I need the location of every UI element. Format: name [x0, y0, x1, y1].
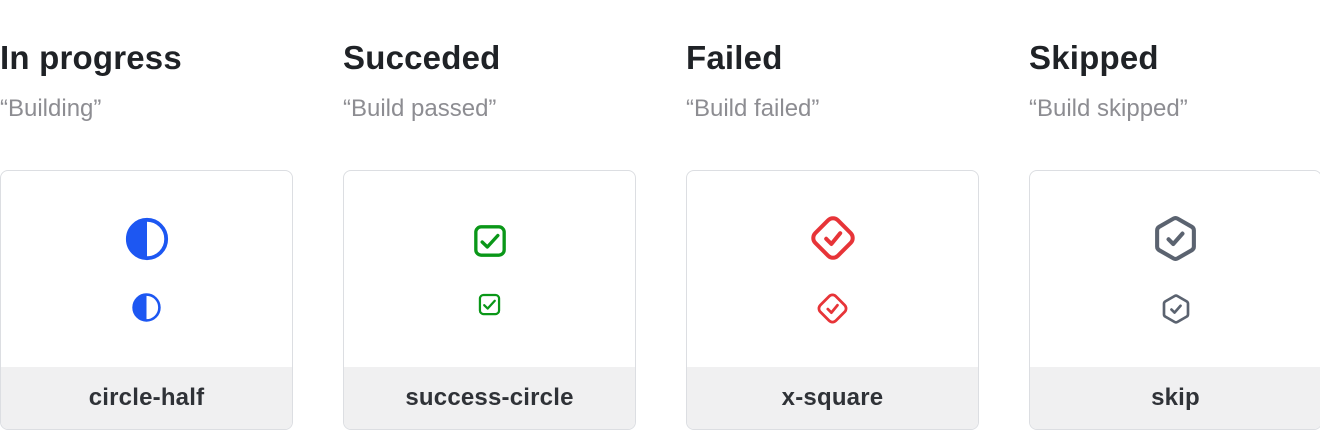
status-column-skipped: Skipped “Build skipped”	[1029, 0, 1320, 430]
circle-half-icon-large	[124, 216, 170, 262]
status-column-in-progress: In progress “Building”	[0, 0, 293, 430]
column-subtitle: “Build failed”	[686, 95, 820, 122]
icon-preview-area	[1030, 171, 1320, 367]
diamond-check-icon-large	[809, 214, 857, 262]
icon-card: circle-half	[0, 170, 293, 430]
column-title: Skipped	[1029, 39, 1159, 76]
check-square-icon-large	[470, 221, 510, 261]
icon-card: skip	[1029, 170, 1320, 430]
icon-preview-area	[1, 171, 292, 367]
icon-name-label: success-circle	[405, 384, 574, 411]
column-title: In progress	[0, 39, 182, 76]
column-title: Succeded	[343, 39, 501, 76]
icon-name-label: circle-half	[88, 384, 205, 411]
column-subtitle: “Build passed”	[343, 95, 497, 122]
column-title: Failed	[686, 39, 783, 76]
icon-name-label: x-square	[781, 384, 884, 411]
column-subtitle: “Build skipped”	[1029, 95, 1188, 122]
check-square-icon-small	[476, 291, 503, 318]
icon-name-label: skip	[1151, 384, 1200, 411]
icon-name-footer: success-circle	[344, 367, 635, 429]
icon-card: success-circle	[343, 170, 636, 430]
circle-half-icon-small	[131, 292, 162, 323]
icon-name-footer: circle-half	[1, 367, 292, 429]
icon-preview-area	[344, 171, 635, 367]
hexagon-check-icon-large	[1151, 214, 1200, 263]
icon-preview-area	[687, 171, 978, 367]
column-subtitle: “Building”	[0, 95, 102, 122]
status-column-failed: Failed “Build failed”	[686, 0, 979, 430]
icon-name-footer: skip	[1030, 367, 1320, 429]
icon-card: x-square	[686, 170, 979, 430]
icon-name-footer: x-square	[687, 367, 978, 429]
status-column-succeeded: Succeded “Build passed”	[343, 0, 636, 430]
diamond-check-icon-small	[816, 292, 849, 325]
hexagon-check-icon-small	[1160, 293, 1192, 325]
